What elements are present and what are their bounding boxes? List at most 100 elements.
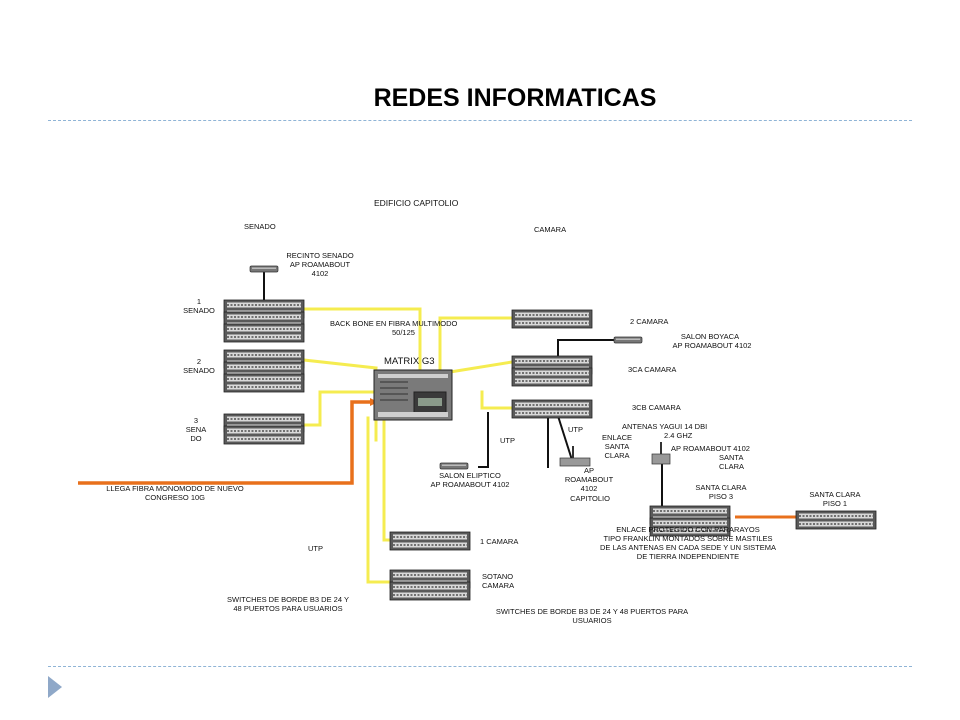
label-ap-capitolio: AP ROAMABOUT 4102 CAPITOLIO: [565, 466, 614, 503]
switch-santa-clara-piso1: [795, 510, 877, 530]
label-ap-sc-line1: AP ROAMABOUT 4102: [671, 444, 750, 453]
label-eliptico-line2: AP ROAMABOUT 4102: [431, 480, 510, 489]
label-utp-3: UTP: [308, 544, 323, 553]
label-sc3-line2: PISO 3: [709, 492, 733, 501]
label-ap-santa-clara: AP ROAMABOUT 4102 SANTA CLARA: [671, 444, 750, 471]
label-utp-1: UTP: [500, 436, 515, 445]
switch-camara-1: [389, 531, 471, 551]
switch-senado-3: [224, 414, 304, 444]
label-senado-2: 2 SENADO: [183, 357, 215, 375]
label-eliptico-line1: SALON ELIPTICO: [439, 471, 501, 480]
label-salon-eliptico: SALON ELIPTICO AP ROAMABOUT 4102: [431, 471, 510, 489]
label-senado1-line1: 1: [197, 297, 201, 306]
label-fibra-line1: LLEGA FIBRA MONOMODO DE NUEVO: [106, 484, 244, 493]
link-camara2: [438, 316, 514, 374]
label-enlace-protegido: ENLACE PROTEGIDO CON PARARAYOS TIPO FRAN…: [600, 525, 776, 561]
switch-senado-2: [224, 350, 304, 392]
switch-camara-3ca: [512, 356, 592, 386]
slide-title: REDES INFORMATICAS: [373, 84, 657, 112]
label-borde-left-line2: 48 PUERTOS PARA USUARIOS: [233, 604, 342, 613]
top-divider: [48, 120, 912, 121]
switch-senado-1: [224, 300, 304, 342]
label-santa-clara-piso1: SANTA CLARA PISO 1: [809, 490, 860, 508]
label-senado3-line1: 3: [194, 416, 198, 425]
label-senado2-line1: 2: [197, 357, 201, 366]
label-borde-left-line1: SWITCHES DE BORDE B3 DE 24 Y: [227, 595, 349, 604]
label-backbone: BACK BONE EN FIBRA MULTIMODO 50/125: [330, 319, 458, 337]
link-camara3ca: [448, 360, 514, 374]
label-switches-borde-right: SWITCHES DE BORDE B3 DE 24 Y 48 PUERTOS …: [496, 607, 688, 625]
ap-salon-boyaca: [613, 336, 643, 344]
label-matrix-g3: MATRIX G3: [384, 356, 435, 367]
bottom-divider: [48, 666, 912, 667]
link-senado1: [302, 307, 422, 374]
label-protegido-line2: TIPO FRANKLIN MONTADOS SOBRE MASTILES: [603, 534, 772, 543]
label-senado1-line2: SENADO: [183, 306, 215, 315]
label-apcap-line2: ROAMABOUT: [565, 475, 614, 484]
label-enlace: ENLACE SANTA CLARA: [602, 433, 632, 460]
switch-camara-2: [511, 309, 593, 329]
label-sotano-line2: CAMARA: [482, 581, 514, 590]
label-senado3-line3: DO: [190, 434, 201, 443]
label-apcap-line4: CAPITOLIO: [570, 494, 610, 503]
label-camara-3ca: 3CA CAMARA: [628, 365, 676, 374]
label-recinto-line3: 4102: [312, 269, 329, 278]
label-antenas: ANTENAS YAGUI 14 DBI 2.4 GHZ: [622, 422, 707, 440]
orange-fiber-link: [78, 400, 370, 485]
label-antenas-line2: 2.4 GHZ: [664, 431, 693, 440]
label-boyaca-line2: AP ROAMABOUT 4102: [673, 341, 752, 350]
switch-camara-3cb: [511, 399, 593, 419]
cable-boyaca: [557, 339, 614, 358]
ap-salon-eliptico: [439, 462, 469, 470]
label-backbone-line1: BACK BONE EN FIBRA MULTIMODO: [330, 319, 458, 328]
label-ap-sc-line3: CLARA: [719, 462, 744, 471]
link-sotano: [366, 416, 394, 584]
label-borde-right-line1: SWITCHES DE BORDE B3 DE 24 Y 48 PUERTOS …: [496, 607, 688, 616]
label-recinto-line1: RECINTO SENADO: [286, 251, 354, 260]
link-senado3: [302, 390, 378, 427]
label-camara-3cb: 3CB CAMARA: [632, 403, 681, 412]
label-enlace-line2: SANTA: [605, 442, 629, 451]
link-senado2: [302, 358, 378, 370]
label-boyaca-line1: SALON BOYACA: [681, 332, 739, 341]
link-camara3cb: [480, 390, 514, 410]
label-camara-2: 2 CAMARA: [630, 317, 668, 326]
label-protegido-line1: ENLACE PROTEGIDO CON PARARAYOS: [616, 525, 760, 534]
label-sc3-line1: SANTA CLARA: [695, 483, 746, 492]
bullet-arrow-icon: [48, 676, 62, 698]
label-senado-3: 3 SENA DO: [186, 416, 206, 443]
label-enlace-line1: ENLACE: [602, 433, 632, 442]
label-edificio: EDIFICIO CAPITOLIO: [374, 198, 459, 208]
label-sotano: SOTANO CAMARA: [482, 572, 514, 590]
label-sc1-line2: PISO 1: [823, 499, 847, 508]
ap-recinto-senado: [249, 265, 279, 273]
label-enlace-line3: CLARA: [604, 451, 629, 460]
label-santa-clara-piso3: SANTA CLARA PISO 3: [695, 483, 746, 501]
cable-ap-capitolio: [557, 415, 573, 461]
label-senado2-line2: SENADO: [183, 366, 215, 375]
label-salon-boyaca: SALON BOYACA AP ROAMABOUT 4102: [673, 332, 752, 350]
label-protegido-line4: DE TIERRA INDEPENDIENTE: [637, 552, 739, 561]
label-sotano-line1: SOTANO: [482, 572, 513, 581]
link-camara1: [382, 416, 394, 542]
label-backbone-line2: 50/125: [392, 328, 415, 337]
label-ap-sc-line2: SANTA: [719, 453, 743, 462]
label-antenas-line1: ANTENAS YAGUI 14 DBI: [622, 422, 707, 431]
label-apcap-line1: AP: [584, 466, 594, 475]
fiber-links: [302, 307, 514, 584]
cable-eliptico: [478, 412, 489, 468]
label-senado3-line2: SENA: [186, 425, 206, 434]
label-senado-zone: SENADO: [244, 222, 276, 231]
ap-santa-clara: [651, 442, 671, 465]
label-borde-right-line2: USUARIOS: [572, 616, 611, 625]
label-utp-2: UTP: [568, 425, 583, 434]
ap-capitolio: [559, 446, 591, 467]
label-recinto-line2: AP ROAMABOUT: [290, 260, 351, 269]
label-fibra-line2: CONGRESO 10G: [145, 493, 205, 502]
label-camara-1: 1 CAMARA: [480, 537, 518, 546]
label-apcap-line3: 4102: [581, 484, 598, 493]
label-switches-borde-left: SWITCHES DE BORDE B3 DE 24 Y 48 PUERTOS …: [227, 595, 349, 613]
label-sc1-line1: SANTA CLARA: [809, 490, 860, 499]
label-camara-zone: CAMARA: [534, 225, 566, 234]
